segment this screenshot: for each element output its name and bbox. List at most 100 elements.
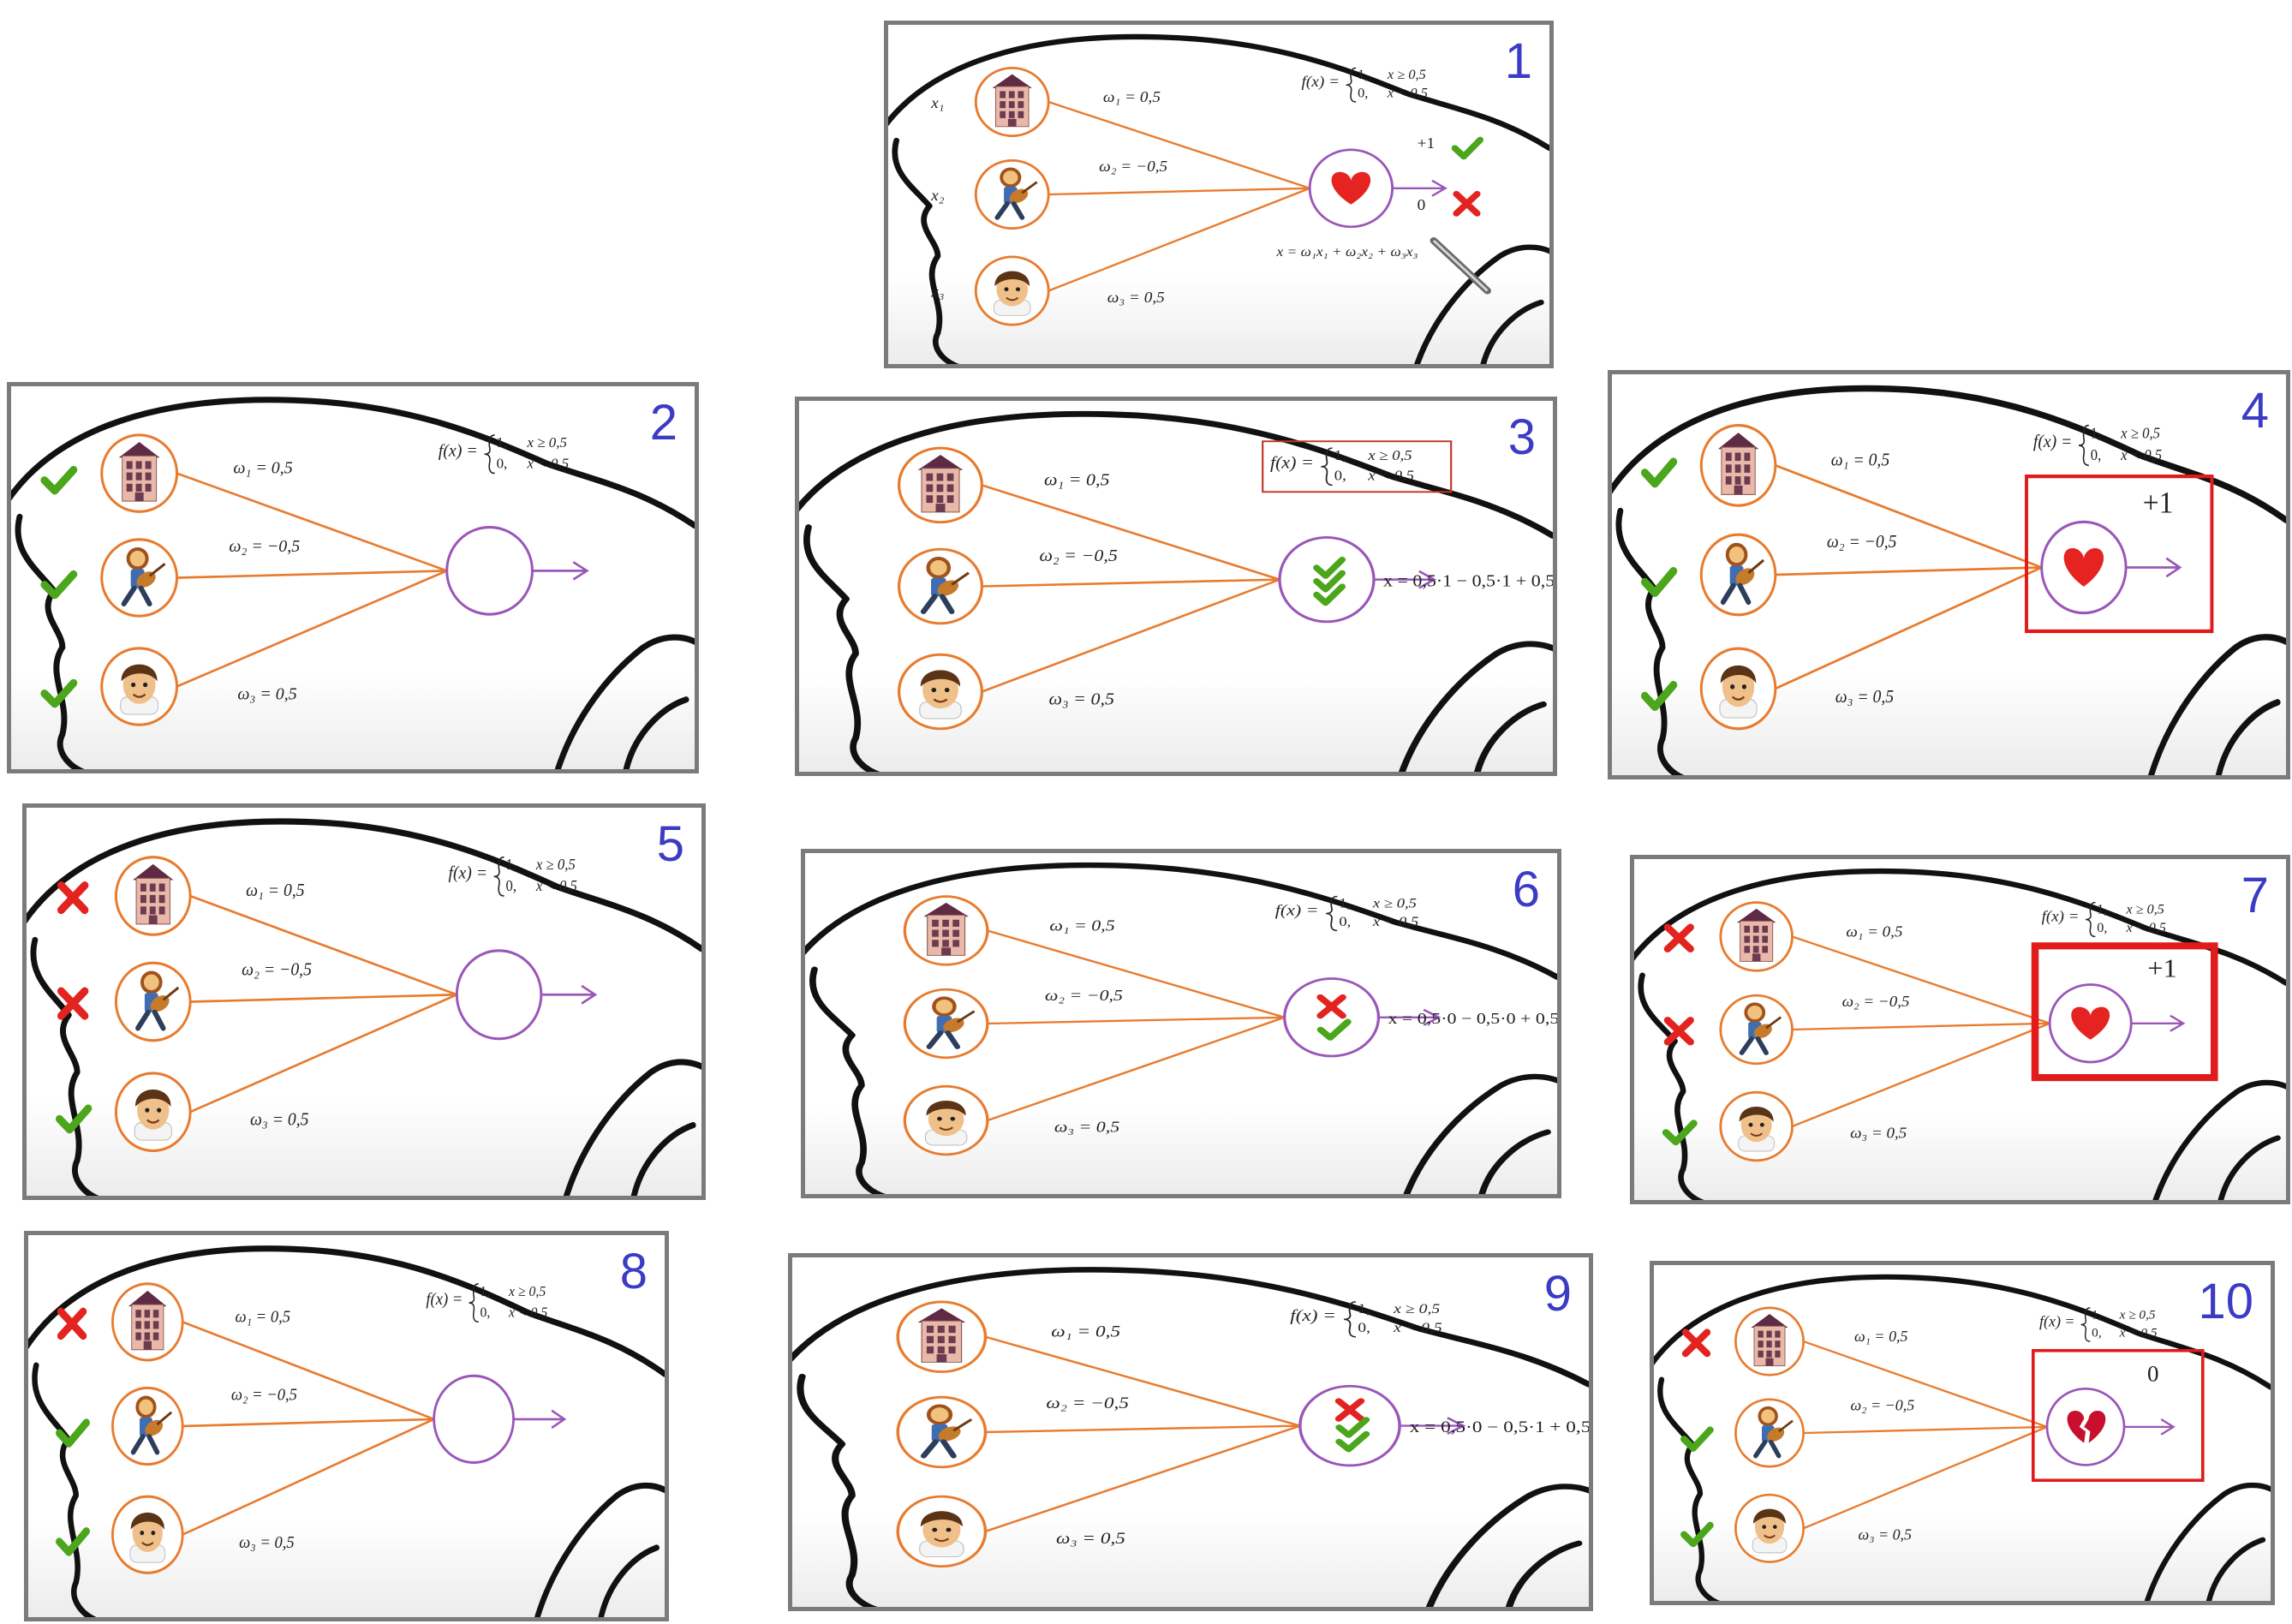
formula-zero: 0, <box>2092 1326 2101 1340</box>
step-number: 8 <box>619 1244 648 1299</box>
weight-edge <box>1792 1022 2050 1031</box>
formula-highlight-box <box>1262 440 1453 493</box>
weight-edge <box>1775 566 2043 690</box>
weight-edge <box>1048 187 1310 292</box>
formula-one: 1, <box>480 1282 491 1299</box>
formula-ge: x ≥ 0,5 <box>1367 447 1412 463</box>
weight-label-3: ω₃ = 0,5 <box>250 1110 308 1129</box>
step-number: 3 <box>1507 409 1536 465</box>
weight-edge <box>1775 464 2043 569</box>
weight-label-2: ω₂ = −0,5 <box>1099 158 1167 176</box>
activation-function: f(x) =1,0,x ≥ 0,5x < 0,5 <box>1275 896 1419 932</box>
weight-edge <box>182 1418 435 1536</box>
weight-edge <box>987 929 1286 1018</box>
calculation-text: x = 0,5·0 − 0,5·1 + 0,5·1 = 0 <box>1410 1418 1589 1436</box>
weight-label-2: ω₂ = −0,5 <box>1827 532 1897 552</box>
boy-face-icon <box>919 670 962 719</box>
neuron-heart-icon <box>1331 171 1371 205</box>
formula-zero: 0, <box>1358 1320 1370 1335</box>
panel-diagram: ω₁ = 0,5ω₂ = −0,5ω₃ = 0,50f(x) =1,0,x ≥ … <box>1654 1274 2271 1601</box>
weight-label-3: ω₃ = 0,5 <box>239 1533 295 1552</box>
boy-face-icon <box>134 1089 172 1141</box>
weight-label-3: ω₃ = 0,5 <box>1835 687 1894 707</box>
brain-outline <box>799 410 1553 772</box>
input-check-icon <box>1640 566 1678 598</box>
output-arrow-head <box>1431 179 1447 197</box>
formula-one: 1, <box>1339 896 1351 911</box>
formula-fx: f(x) = <box>2039 1312 2075 1330</box>
weight-label-1: ω₁ = 0,5 <box>1854 1328 1908 1345</box>
neuron-node <box>455 949 543 1041</box>
check-icon <box>1335 1430 1370 1453</box>
formula-zero: 0, <box>480 1304 491 1321</box>
step-number: 5 <box>656 816 684 872</box>
panel-diagram: ω₁ = 0,5ω₂ = −0,5ω₃ = 0,5+1f(x) =1,0,x ≥… <box>1612 385 2286 775</box>
formula-fx: f(x) = <box>449 863 488 882</box>
boy-face-icon <box>1719 665 1758 719</box>
weight-label-2: ω₂ = −0,5 <box>1040 546 1118 565</box>
formula-lt: x < 0,5 <box>2119 1326 2158 1340</box>
brain-outline <box>1634 868 2286 1200</box>
formula-zero: 0, <box>497 455 508 471</box>
output-highlight-box <box>2031 942 2218 1082</box>
input-check-icon <box>1640 457 1678 488</box>
formula-zero: 0, <box>2091 445 2102 463</box>
formula-one: 1, <box>2091 424 2102 442</box>
weight-edge <box>189 994 457 1114</box>
output-plus-one: +1 <box>2143 485 2174 519</box>
input-cross-icon <box>1663 923 1694 952</box>
input-check-icon <box>40 465 78 495</box>
output-arrow-head <box>572 561 589 581</box>
formula-lt: x < 0,5 <box>2126 921 2166 935</box>
weight-label-1: ω₁ = 0,5 <box>246 881 304 900</box>
formula-ge: x ≥ 0,5 <box>1393 1301 1440 1317</box>
output-arrow-head <box>1423 1008 1441 1026</box>
formula-ge: x ≥ 0,5 <box>2126 903 2164 917</box>
formula-fx: f(x) = <box>1290 1306 1336 1324</box>
input-cross-icon <box>1681 1328 1711 1358</box>
input-check-icon <box>55 1104 93 1134</box>
output-arrow-head <box>1447 1417 1466 1435</box>
boy-face-icon <box>919 1511 964 1558</box>
weight-label-3: ω₃ = 0,5 <box>1107 290 1165 307</box>
weight-label-2: ω₂ = −0,5 <box>242 960 312 979</box>
boy-face-icon <box>1738 1107 1776 1152</box>
weight-edge <box>176 570 448 688</box>
input-check-icon <box>56 1418 90 1448</box>
input-label-x2: x₂ <box>930 188 945 205</box>
neuron-node <box>1278 535 1376 624</box>
panel-diagram: ω₁ = 0,5ω₂ = −0,5ω₃ = 0,5f(x) =1,0,x ≥ 0… <box>11 397 695 769</box>
formula-lt: x < 0,5 <box>508 1304 547 1321</box>
formula-lt: x < 0,5 <box>1393 1320 1442 1335</box>
guitarist-icon <box>920 557 970 614</box>
formula-ge: x ≥ 0,5 <box>1372 896 1418 911</box>
step-number: 1 <box>1504 33 1532 89</box>
weight-label-2: ω₂ = −0,5 <box>1842 993 1910 1010</box>
brain-outline <box>792 1267 1589 1607</box>
output-arrow-head <box>551 1409 567 1430</box>
activation-function: f(x) =1,0,x ≥ 0,5x < 0,5 <box>1290 1301 1442 1338</box>
neuron-node <box>1298 1384 1401 1467</box>
boy-face-icon <box>129 1512 166 1563</box>
activation-function: f(x) =1,0,x ≥ 0,5x < 0,5 <box>439 434 570 475</box>
weight-edge <box>982 578 1280 588</box>
neuron-node <box>445 526 534 616</box>
weight-label-1: ω₁ = 0,5 <box>1846 923 1902 940</box>
neuron-node <box>433 1374 515 1465</box>
formula-fx: f(x) = <box>2033 432 2072 451</box>
house-icon <box>1751 1314 1788 1367</box>
output-arrow-head <box>2165 557 2182 578</box>
boy-face-icon <box>120 664 159 715</box>
step-number: 2 <box>649 395 677 451</box>
formula-fx: f(x) = <box>1302 74 1340 91</box>
formula-zero: 0, <box>505 877 516 893</box>
formula-one: 1, <box>1358 68 1368 81</box>
input-check-icon <box>1662 1119 1698 1146</box>
weight-edge <box>987 1016 1285 1025</box>
formula-ge: x ≥ 0,5 <box>535 857 576 873</box>
input-cross-icon <box>1663 1017 1694 1046</box>
calculation-text: x = 0,5·0 − 0,5·0 + 0,5·1 = 0,5 <box>1388 1011 1557 1028</box>
weight-label-1: ω₁ = 0,5 <box>1044 469 1109 489</box>
